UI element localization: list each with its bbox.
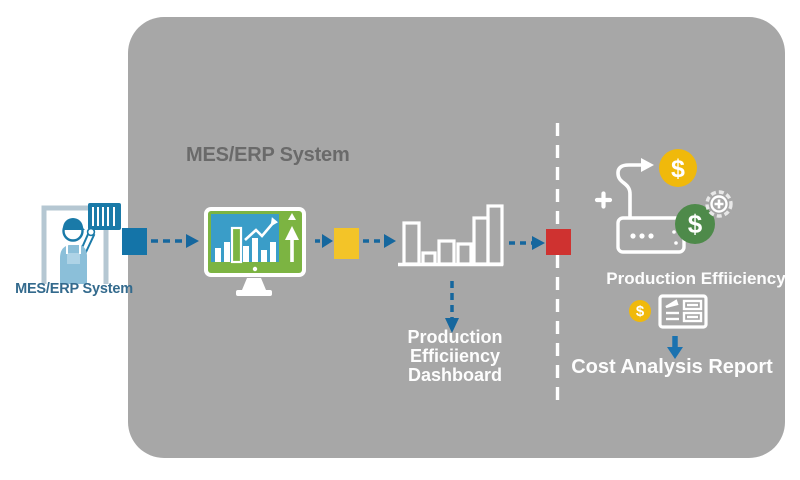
worker-cap	[63, 218, 85, 230]
report-document-icon	[658, 294, 708, 329]
barcode-lines	[92, 207, 115, 226]
dollar-coin-icon: $	[629, 300, 651, 322]
cost-savings-icon: $ $	[594, 149, 733, 254]
down-arrow-icon	[667, 336, 683, 359]
barcode-panel	[88, 203, 121, 230]
curved-flow-arrow	[616, 163, 641, 219]
trend-arrowhead	[270, 217, 278, 227]
dashboard-label-line2: Efficiiency	[409, 346, 501, 366]
screen-trend-line	[244, 222, 274, 241]
door-frame	[41, 205, 109, 284]
chart-bars	[402, 204, 504, 266]
dashboard-monitor-icon	[204, 207, 306, 296]
worker-scanning-barcode-icon	[41, 203, 121, 284]
small-coin-dollar: $	[636, 303, 645, 320]
report-contents	[665, 299, 703, 323]
dashboard-label: Production Efficiiency Dashboard	[385, 328, 525, 385]
dashed-divider-line	[555, 123, 560, 406]
bar-chart-icon	[398, 204, 504, 267]
dashed-arrow-3	[363, 234, 396, 248]
flow-node-blue-square	[122, 228, 147, 255]
worker-overalls	[60, 245, 87, 284]
report-outline	[658, 294, 708, 329]
side-up-arrow	[285, 213, 299, 262]
machine-dots	[630, 230, 678, 245]
efficiency-label: Production Effiiciency	[606, 269, 786, 288]
green-dollar-coin-icon	[675, 204, 715, 244]
flow-node-yellow-square	[334, 228, 359, 259]
yellow-dollar-coin-icon	[659, 149, 697, 187]
hand	[86, 227, 96, 237]
monitor-base	[236, 290, 272, 296]
left-system-label: MES/ERP System	[15, 281, 133, 297]
dashed-arrow-1	[151, 234, 199, 248]
cost-report-label: Cost Analysis Report	[571, 356, 773, 378]
screen-bars	[215, 238, 276, 262]
panel-title: MES/ERP System	[186, 144, 350, 166]
dashed-arrow-4	[509, 236, 545, 250]
flow-node-red-square	[546, 229, 571, 255]
yellow-coin-dollar: $	[671, 155, 685, 183]
dashboard-label-line3: Dashboard	[407, 365, 503, 385]
overalls-bib	[67, 253, 80, 264]
dashed-down-arrow	[445, 281, 459, 333]
green-coin-dollar: $	[688, 209, 703, 239]
dashboard-label-line1: Production	[407, 327, 503, 347]
monitor-stand	[242, 278, 266, 290]
screen-highlight-bar	[230, 226, 243, 264]
monitor-power-dot	[252, 266, 258, 272]
dashed-arrow-2	[315, 234, 333, 248]
plus-badge-icon	[705, 190, 733, 218]
curved-arrow-head	[641, 158, 654, 172]
plus-icon	[594, 191, 613, 209]
